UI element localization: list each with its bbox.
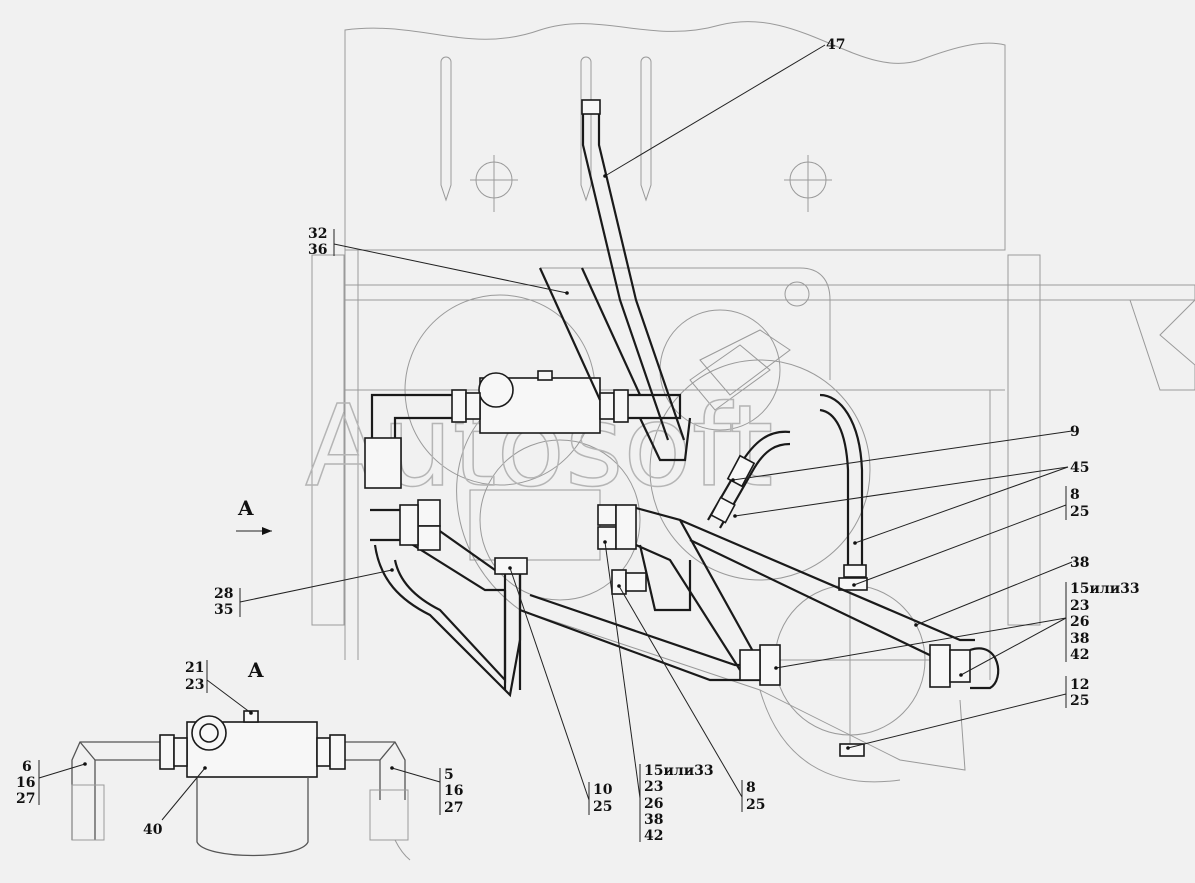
callout-42-mid: 42 [644, 828, 663, 844]
callout-15-33-right: 15или33 [1070, 581, 1140, 597]
inset-callout-23: 23 [185, 677, 204, 693]
callout-25-mid: 25 [593, 799, 612, 815]
view-arrow-label: A [237, 496, 254, 520]
callout-9: 9 [1070, 424, 1080, 440]
inset-callout-27-left: 27 [16, 791, 35, 807]
inset-title: A [247, 658, 264, 682]
callout-12: 12 [1070, 677, 1089, 693]
inset-callout-40: 40 [143, 822, 163, 838]
callout-15-33-mid: 15или33 [644, 763, 714, 779]
callout-8-right: 8 [1070, 487, 1080, 503]
callout-38-mid: 38 [644, 812, 663, 828]
callout-10: 10 [593, 782, 613, 798]
inset-callout-27-right: 27 [444, 800, 463, 816]
view-arrow-a: A [236, 496, 272, 535]
callout-25-right: 25 [1070, 504, 1089, 520]
main-assembly [364, 99, 1000, 757]
callout-42-right: 42 [1070, 647, 1089, 663]
callout-47: 47 [826, 37, 845, 53]
callouts: 47 32 36 9 45 8 25 38 15или33 23 26 38 4… [214, 37, 1140, 844]
callout-45: 45 [1070, 460, 1089, 476]
callout-25-mid2: 25 [746, 797, 765, 813]
callout-28: 28 [214, 586, 233, 602]
callout-36: 36 [308, 242, 327, 258]
inset-callout-16-right: 16 [444, 783, 463, 799]
inset-callout-16-left: 16 [16, 775, 35, 791]
callout-38: 38 [1070, 555, 1089, 571]
callout-38-right: 38 [1070, 631, 1089, 647]
inset-callout-6: 6 [22, 759, 32, 775]
callout-26-right: 26 [1070, 614, 1089, 630]
callout-23-mid: 23 [644, 779, 663, 795]
inset-callout-5: 5 [444, 767, 454, 783]
callout-35: 35 [214, 602, 233, 618]
callout-32: 32 [308, 226, 327, 242]
filter-cap [478, 372, 514, 408]
inset-view-a: A 21 23 6 16 27 5 16 27 [16, 658, 463, 861]
inset-callout-21: 21 [185, 660, 204, 676]
leader-lines [239, 44, 1073, 842]
callout-23-right: 23 [1070, 598, 1089, 614]
callout-25-bottom-right: 25 [1070, 693, 1089, 709]
callout-26-mid: 26 [644, 796, 663, 812]
callout-8-mid: 8 [746, 780, 756, 796]
